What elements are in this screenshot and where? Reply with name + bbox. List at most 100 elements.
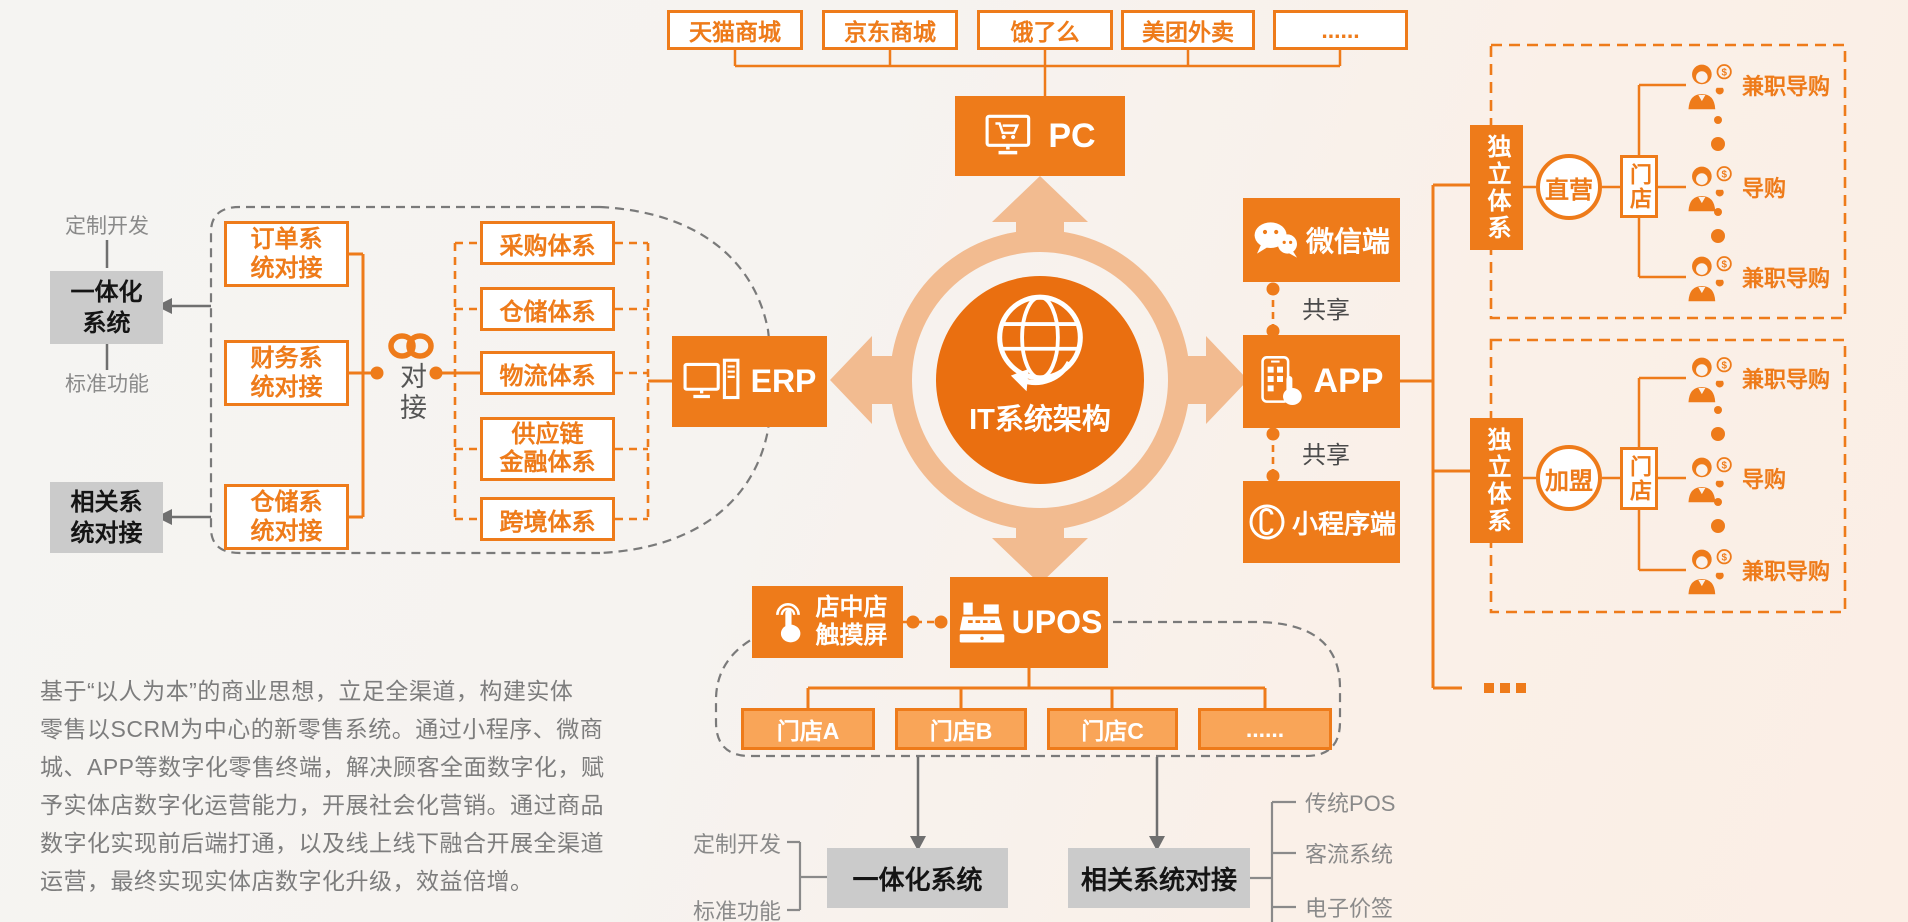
finance-system-label: 财务系 统对接 [250,345,323,401]
group2-mode-label: 加盟 [1545,467,1593,495]
store-more-box: ...... [1198,708,1332,750]
wechat-icon [1254,222,1297,258]
domain-label: 物流体系 [499,362,596,390]
more-groups-ellipsis [1500,683,1510,693]
group1-independent-system: 独立体系 [1470,125,1523,250]
channel-label: 天猫商城 [689,19,781,45]
domain-label: 跨境体系 [499,508,596,536]
chain-link-icon [388,333,434,359]
description-line: 零售以SCRM为中心的新零售系统。通过小程序、微商 [40,716,604,742]
related-system-label-bottom: 相关系统对接 [1080,864,1237,895]
description-line: 运营，最终实现实体店数字化升级，效益倍增。 [40,868,534,894]
channel-label: 京东商城 [844,19,936,45]
group1-role-3: 兼职导购 [1742,266,1831,291]
supplychain-finance-domain-box: 供应链 金融体系 [480,417,615,481]
channel-label: ...... [1321,16,1360,43]
group2-mode-circle: 加盟 [1536,445,1602,511]
crossborder-domain-box: 跨境体系 [480,497,615,541]
hub-ring [890,230,1190,530]
order-system-box: 订单系 统对接 [224,221,349,287]
store-label: 门店A [776,718,840,744]
share-label-bottom: 共享 [1302,441,1350,469]
group2-role-1: 兼职导购 [1742,367,1831,392]
related-system-box-left: 相关系 统对接 [50,482,163,553]
more-groups-ellipsis [1484,683,1494,693]
description-line: 基于“以人为本”的商业思想，立足全渠道，构建实体 [40,678,574,704]
group1-role-2: 导购 [1742,176,1787,201]
store-label: ...... [1245,715,1285,742]
svg-text:$: $ [1721,360,1727,371]
store-label: 门店B [929,718,993,744]
warehouse-domain-box: 仓储体系 [480,287,615,331]
group2-role-2: 导购 [1742,467,1787,492]
pc-monitor-cart-icon [985,114,1031,155]
related-system-box-bottom: 相关系统对接 [1068,848,1250,908]
channel-more: ...... [1273,10,1408,50]
customer-flow-label: 客流系统 [1305,842,1394,867]
standard-func-label-bottom: 标准功能 [692,898,781,922]
touchscreen-icon [775,603,800,643]
arrow-up [992,176,1088,250]
salesperson-icon: $ [1688,457,1732,503]
store-b-box: 门店B [895,708,1027,750]
svg-text:$: $ [1721,67,1727,78]
hub-label: IT系统架构 [969,404,1111,436]
integrated-system-box-left: 一体化 系统 [50,271,163,344]
store-label: 门店C [1081,718,1144,744]
description-line: 城、APP等数字化零售终端，解决顾客全面数字化，赋 [40,754,605,780]
description-line: 予实体店数字化运营能力，开展社会化营销。通过商品 [40,792,604,818]
group2-role-3: 兼职导购 [1742,559,1831,584]
related-system-label: 相关系 统对接 [70,488,143,547]
salesperson-icon: $ [1688,166,1732,212]
share-label-top: 共享 [1302,296,1350,324]
channel-meituan: 美团外卖 [1121,10,1255,50]
finance-system-box: 财务系 统对接 [224,340,349,406]
description-paragraph: 基于“以人为本”的商业思想，立足全渠道，构建实体 零售以SCRM为中心的新零售系… [40,672,605,900]
hub-node: IT系统架构 [936,276,1144,484]
salesperson-icon: $ [1688,256,1732,302]
pc-node: PC [955,96,1125,176]
pc-label: PC [1048,116,1096,155]
arrow-right [1170,336,1248,424]
app-label: APP [1313,362,1384,400]
standard-func-label-left: 标准功能 [65,373,149,396]
procurement-domain-box: 采购体系 [480,221,615,265]
warehouse-system-box: 仓储系 统对接 [224,484,349,550]
salesperson-icon: $ [1688,549,1732,595]
more-groups-ellipsis [1516,683,1526,693]
group2-independent-system: 独立体系 [1470,418,1523,543]
traditional-pos-label: 传统POS [1305,791,1396,816]
erp-computer-icon [683,358,740,399]
custom-dev-label-bottom: 定制开发 [692,831,781,857]
group1-store-box: 门店 [1620,155,1658,218]
miniprogram-icon [1249,504,1285,540]
integrated-system-label-bottom: 一体化系统 [852,864,983,895]
channel-label: 饿了么 [1010,19,1080,45]
custom-dev-label-left: 定制开发 [65,215,149,238]
app-node: APP [1243,335,1400,428]
store-c-box: 门店C [1047,708,1178,750]
bottom-group-border [714,620,1342,758]
description-line: 数字化实现前后端打通，以及线上线下融合开展全渠道 [40,830,604,856]
group1-mode-circle: 直营 [1536,154,1602,220]
domain-label: 供应链 金融体系 [499,421,596,476]
cash-register-icon [959,602,1004,642]
duijie-label: 对接 [396,362,426,424]
channel-eleme: 饿了么 [977,10,1113,50]
order-system-label: 订单系 统对接 [250,226,323,282]
wechat-label: 微信端 [1305,226,1390,257]
svg-text:$: $ [1721,460,1727,471]
group1-mode-label: 直营 [1545,176,1593,204]
store-a-box: 门店A [741,708,875,750]
arrow-left [830,336,910,424]
instore-touchscreen-node: 店中店 触摸屏 [752,586,903,658]
svg-text:$: $ [1721,169,1727,180]
integrated-system-label: 一体化 系统 [70,278,143,337]
top-connectors [733,50,1342,96]
upos-node: UPOS [950,577,1108,668]
app-phone-icon [1260,355,1302,405]
instore-touchscreen-label: 店中店 触摸屏 [815,594,888,649]
channel-label: 美团外卖 [1142,19,1234,45]
